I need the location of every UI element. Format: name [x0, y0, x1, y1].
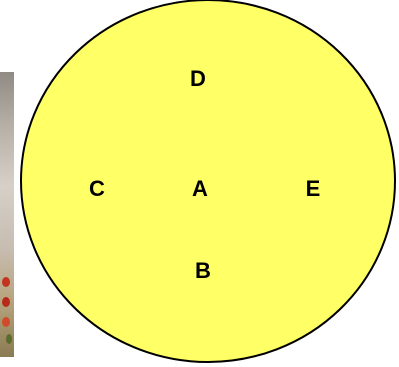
label-c: C	[89, 176, 105, 201]
label-b: B	[195, 258, 211, 283]
main-circle	[21, 0, 395, 362]
label-d: D	[190, 66, 206, 91]
label-e: E	[306, 176, 321, 201]
label-a: A	[192, 176, 208, 201]
